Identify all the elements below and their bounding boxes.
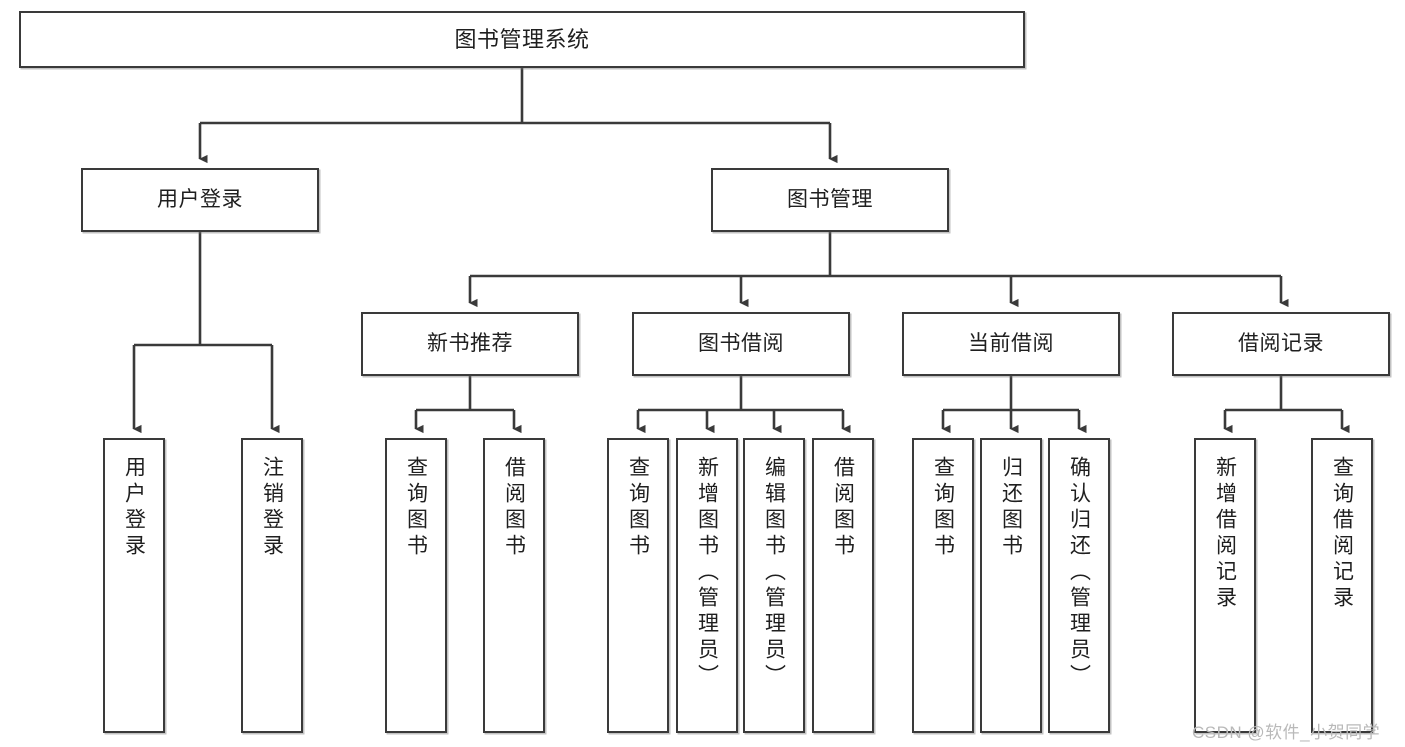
node-borrow-record[interactable]: 借阅记录 [1172,312,1390,376]
node-label: 图书管理 [787,187,873,211]
node-leaf-add-record[interactable]: 新增借阅记录 [1194,438,1256,733]
node-root[interactable]: 图书管理系统 [19,11,1025,68]
node-leaf-user-logout[interactable]: 注销登录 [241,438,303,733]
node-new-book-recommend[interactable]: 新书推荐 [361,312,579,376]
node-leaf-query-record[interactable]: 查询借阅记录 [1311,438,1373,733]
node-label: 图书管理系统 [454,26,590,52]
node-leaf-user-login[interactable]: 用户登录 [103,438,165,733]
node-leaf-borrow-book-2[interactable]: 借阅图书 [812,438,874,733]
node-label: 当前借阅 [968,331,1054,355]
node-label: 图书借阅 [698,331,784,355]
node-leaf-query-book-3[interactable]: 查询图书 [912,438,974,733]
node-label: 新增借阅记录 [1213,456,1237,612]
node-user-login[interactable]: 用户登录 [81,168,319,232]
node-label: 借阅图书 [502,456,526,560]
node-current-borrow[interactable]: 当前借阅 [902,312,1120,376]
node-leaf-return-book[interactable]: 归还图书 [980,438,1042,733]
node-leaf-borrow-book-1[interactable]: 借阅图书 [483,438,545,733]
node-label: 注销登录 [260,456,284,560]
node-book-manage[interactable]: 图书管理 [711,168,949,232]
node-leaf-query-book-1[interactable]: 查询图书 [385,438,447,733]
node-label: 新增图书（管理员） [695,456,719,690]
node-leaf-query-book-2[interactable]: 查询图书 [607,438,669,733]
node-label: 查询图书 [626,456,650,560]
node-label: 查询借阅记录 [1330,456,1354,612]
node-book-borrow[interactable]: 图书借阅 [632,312,850,376]
node-label: 查询图书 [404,456,428,560]
node-label: 新书推荐 [427,331,513,355]
node-leaf-confirm-return[interactable]: 确认归还（管理员） [1048,438,1110,733]
node-label: 借阅图书 [831,456,855,560]
node-label: 查询图书 [931,456,955,560]
node-label: 确认归还（管理员） [1067,456,1091,690]
node-leaf-add-book[interactable]: 新增图书（管理员） [676,438,738,733]
node-label: 用户登录 [122,456,146,560]
csdn-watermark: CSDN @软件_小贺同学 [1192,723,1381,742]
node-leaf-edit-book[interactable]: 编辑图书（管理员） [743,438,805,733]
node-label: 归还图书 [999,456,1023,560]
node-label: 用户登录 [157,187,243,211]
node-label: 编辑图书（管理员） [762,456,786,690]
node-label: 借阅记录 [1238,331,1324,355]
